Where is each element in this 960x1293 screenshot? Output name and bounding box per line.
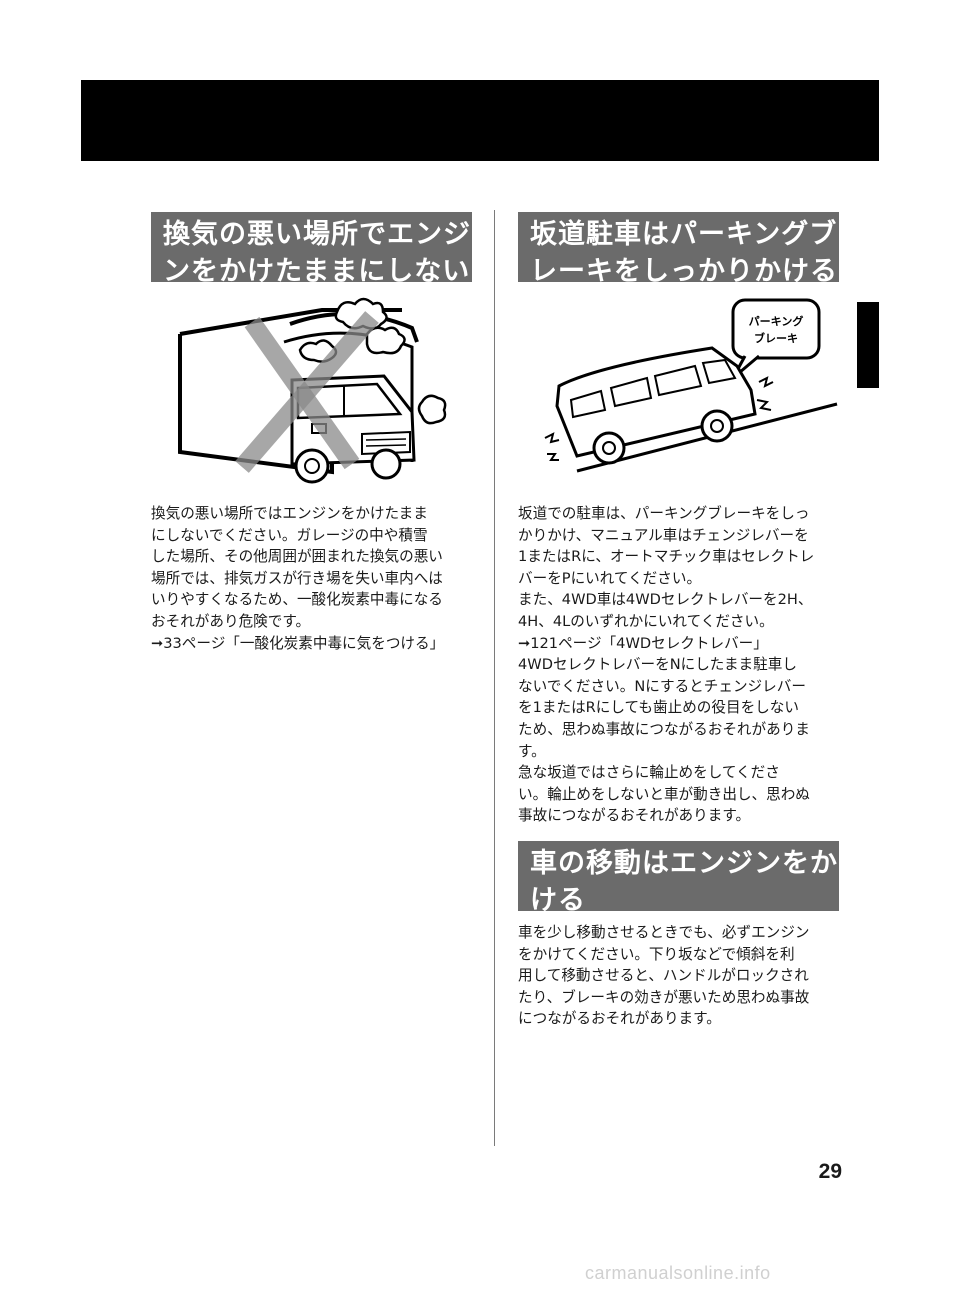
text-line: す。 xyxy=(518,742,546,760)
text-line: をかけてください。下り坂などで傾斜を利 xyxy=(518,945,795,963)
text-line: にしないでください。ガレージの中や積雪 xyxy=(151,526,428,544)
heading-line: ける xyxy=(530,885,586,916)
garage-truck-illustration xyxy=(178,297,447,484)
section-text-slope-parking: 坂道での駐車は、パーキングブレーキをしっ かりかけ、マニュアル車はチェンジレバー… xyxy=(518,503,840,827)
heading-line: レーキをしっかりかける xyxy=(530,256,838,287)
header-band xyxy=(81,80,879,161)
heading-line: 坂道駐車はパーキングブ xyxy=(530,219,838,250)
text-line: した場所、その他周囲が囲まれた換気の悪い xyxy=(151,548,443,566)
text-line: 坂道での駐車は、パーキングブレーキをしっ xyxy=(518,505,810,522)
heading-line: 換気の悪い場所でエンジ xyxy=(163,219,471,250)
callout-label: ブレーキ xyxy=(754,331,798,345)
text-line: かりかけ、マニュアル車はチェンジレバーを xyxy=(518,526,809,544)
text-line: 車を少し移動させるときでも、必ずエンジン xyxy=(518,924,810,941)
section-text-ventilation: 換気の悪い場所ではエンジンをかけたまま にしないでください。ガレージの中や積雪 … xyxy=(151,503,473,654)
page-reference-link[interactable]: ➞33ページ「一酸化炭素中毒に気をつける」 xyxy=(151,634,445,652)
text-line: 場所では、排気ガスが行き場を失い車内へは xyxy=(151,569,443,587)
text-line: 4H、4Lのいずれかにいれてください。 xyxy=(518,612,774,630)
text-line: いりやすくなるため、一酸化炭素中毒になる xyxy=(151,591,443,609)
van-on-slope-illustration: パーキング ブレーキ xyxy=(544,298,838,473)
column-divider xyxy=(494,210,495,1146)
watermark: carmanualsonline.info xyxy=(585,1263,771,1283)
text-line: い。輪止めをしないと車が動き出し、思わぬ xyxy=(518,785,810,803)
section-heading-slope-parking: 坂道駐車はパーキングブ レーキをしっかりかける xyxy=(518,212,839,287)
text-line: を1またはRにしても歯止めの役目をしない xyxy=(518,699,799,717)
section-heading-moving-vehicle: 車の移動はエンジンをか ける xyxy=(518,841,839,916)
text-line: たり、ブレーキの効きが悪いため思わぬ事故 xyxy=(518,988,810,1006)
text-line: 4WDセレクトレバーをNにしたまま駐車し xyxy=(518,656,797,674)
text-line: 1またはRに、オートマチック車はセレクトレ xyxy=(518,548,815,566)
text-line: ないでください。Nにするとチェンジレバー xyxy=(518,677,806,695)
section-text-moving-vehicle: 車を少し移動させるときでも、必ずエンジン をかけてください。下り坂などで傾斜を利… xyxy=(518,922,840,1030)
text-line: につながるおそれがあります。 xyxy=(518,1010,721,1028)
page-reference-link[interactable]: ➞121ページ「4WDセレクトレバー」 xyxy=(518,634,768,652)
callout-label: パーキング xyxy=(749,314,804,328)
section-heading-ventilation: 換気の悪い場所でエンジ ンをかけたままにしない xyxy=(151,212,472,287)
text-line: バーをPにいれてください。 xyxy=(518,569,702,587)
text-line: 用して移動させると、ハンドルがロックされ xyxy=(518,967,809,985)
text-line: また、4WD車は4WDセレクトレバーを2H、 xyxy=(518,591,813,609)
heading-line: ンをかけたままにしない xyxy=(163,256,471,287)
chapter-tab xyxy=(857,302,879,388)
heading-line: 車の移動はエンジンをか xyxy=(530,848,838,879)
text-line: 急な坂道ではさらに輪止めをしてくださ xyxy=(518,764,780,782)
text-line: 換気の悪い場所ではエンジンをかけたまま xyxy=(151,505,428,522)
text-line: 事故につながるおそれがあります。 xyxy=(518,807,751,825)
text-line: ため、思わぬ事故につながるおそれがありま xyxy=(518,720,810,738)
text-line: おそれがあり危険です。 xyxy=(151,612,311,630)
page-number: 29 xyxy=(818,1160,842,1183)
